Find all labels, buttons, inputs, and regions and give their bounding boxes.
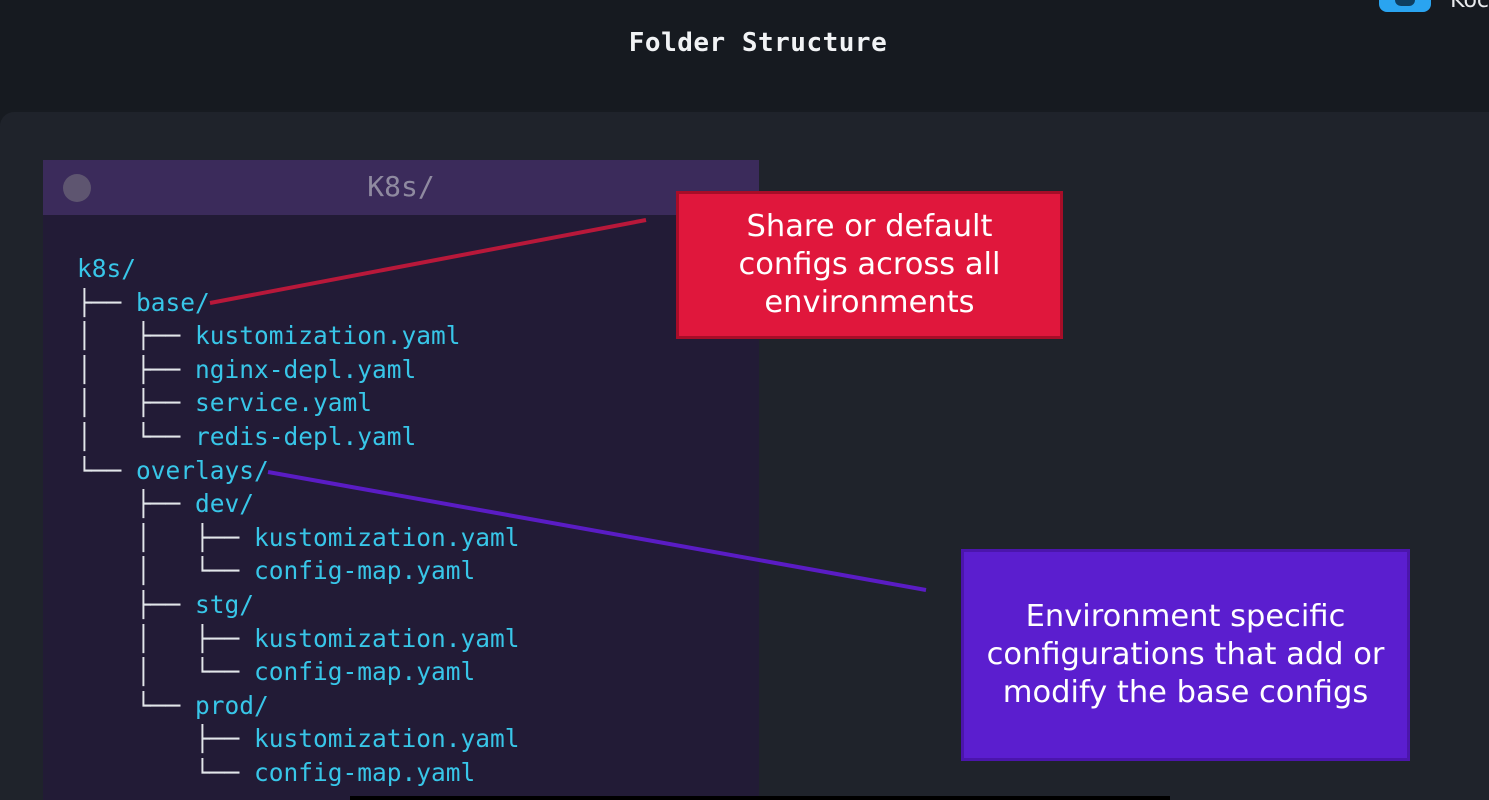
file-name[interactable]: config-map.yaml xyxy=(254,556,476,586)
base-callout-line xyxy=(209,218,647,305)
tree-connector: ├── xyxy=(77,724,255,754)
tree-line: │ ├── service.yaml xyxy=(77,386,520,420)
tree-line: └── prod/ xyxy=(77,689,520,723)
tree-line: │ ├── kustomization.yaml xyxy=(77,622,520,656)
logo-icon-inner xyxy=(1395,0,1415,6)
base-callout: Share or default configs across all envi… xyxy=(676,191,1063,339)
tree-line: │ └── config-map.yaml xyxy=(77,554,520,588)
file-name[interactable]: service.yaml xyxy=(195,388,373,418)
tree-connector: │ ├── xyxy=(77,623,255,653)
tree-line: │ ├── nginx-depl.yaml xyxy=(77,353,520,387)
overlays-callout-line xyxy=(267,470,927,592)
tree-line: └── config-map.yaml xyxy=(77,756,520,790)
tree-connector: ├── xyxy=(77,589,196,619)
header-bar: Folder Structure Koc xyxy=(0,0,1489,110)
file-name[interactable]: kustomization.yaml xyxy=(195,321,461,351)
tree-connector: └── xyxy=(77,690,196,720)
tree-connector: └── xyxy=(77,757,255,787)
tree-connector: │ ├── xyxy=(77,522,255,552)
bottom-strip xyxy=(350,796,1170,800)
folder-name[interactable]: k8s/ xyxy=(77,254,137,283)
tree-line: ├── base/ xyxy=(77,286,520,320)
tree-connector: │ └── xyxy=(77,657,255,687)
tree-line: ├── stg/ xyxy=(77,588,520,622)
file-name[interactable]: config-map.yaml xyxy=(254,657,476,687)
window-title-bar: K8s/ xyxy=(43,160,759,215)
folder-name[interactable]: dev/ xyxy=(195,489,255,519)
logo-icon xyxy=(1379,0,1431,12)
tree-connector: └── xyxy=(77,455,137,485)
tree-line: ├── kustomization.yaml xyxy=(77,722,520,756)
tree-connector: │ ├── xyxy=(77,354,196,384)
file-name[interactable]: kustomization.yaml xyxy=(254,623,520,653)
tree-line: k8s/ xyxy=(77,252,520,286)
tree-line: │ └── config-map.yaml xyxy=(77,655,520,689)
file-name[interactable]: kustomization.yaml xyxy=(254,522,520,552)
overlays-callout: Environment specific configurations that… xyxy=(961,549,1410,761)
folder-name[interactable]: base/ xyxy=(136,287,210,317)
file-name[interactable]: nginx-depl.yaml xyxy=(195,354,417,384)
logo-text: Koc xyxy=(1450,0,1489,13)
tree-connector: ├── xyxy=(77,287,137,317)
overlays-callout-text: Environment specific configurations that… xyxy=(986,599,1385,710)
tree-connector: │ ├── xyxy=(77,388,196,418)
folder-name[interactable]: prod/ xyxy=(195,690,269,720)
file-name[interactable]: kustomization.yaml xyxy=(254,724,520,754)
window-title: K8s/ xyxy=(367,170,435,203)
tree-line: │ └── redis-depl.yaml xyxy=(77,420,520,454)
tree-line: │ ├── kustomization.yaml xyxy=(77,521,520,555)
tree-connector: │ └── xyxy=(77,556,255,586)
tree-line: │ ├── kustomization.yaml xyxy=(77,319,520,353)
file-name[interactable]: config-map.yaml xyxy=(254,757,476,787)
folder-tree: k8s/├── base/│ ├── kustomization.yaml│ ├… xyxy=(77,252,520,790)
folder-name[interactable]: stg/ xyxy=(195,589,255,619)
window-control-dot-icon[interactable] xyxy=(63,174,91,202)
page-title: Folder Structure xyxy=(628,28,888,58)
base-callout-text: Share or default configs across all envi… xyxy=(738,209,1001,320)
tree-connector: │ └── xyxy=(77,421,196,451)
folder-name[interactable]: overlays/ xyxy=(136,455,269,485)
tree-connector: │ ├── xyxy=(77,321,196,351)
tree-line: └── overlays/ xyxy=(77,454,520,488)
file-name[interactable]: redis-depl.yaml xyxy=(195,421,417,451)
tree-line: ├── dev/ xyxy=(77,487,520,521)
tree-connector: ├── xyxy=(77,489,196,519)
